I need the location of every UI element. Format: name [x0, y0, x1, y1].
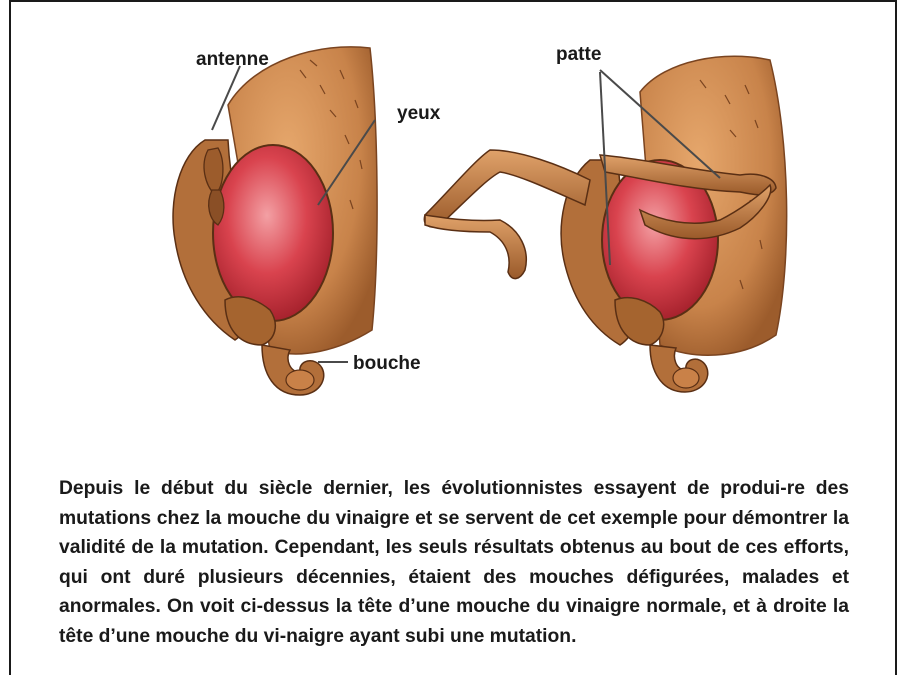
label-yeux: yeux [397, 104, 440, 123]
label-patte: patte [556, 45, 601, 64]
label-antenne: antenne [196, 50, 269, 69]
normal-eye [213, 145, 333, 321]
figure-caption: Depuis le début du siècle dernier, les é… [59, 474, 849, 651]
fly-head-illustration: antenne yeux bouche patte [0, 0, 901, 430]
label-bouche: bouche [353, 354, 421, 373]
mutant-fly-head [424, 56, 786, 392]
normal-fly-head [173, 47, 377, 395]
fly-heads-drawing [0, 0, 901, 430]
